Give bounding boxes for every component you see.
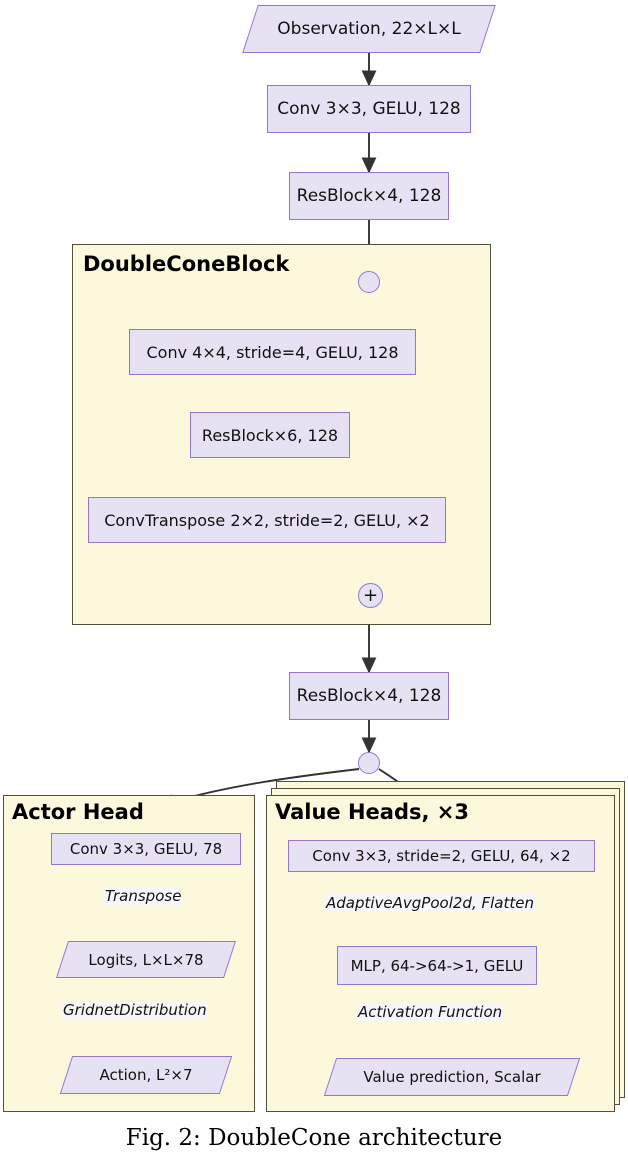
value-pool-edge-label: AdaptiveAvgPool2d, Flatten (325, 894, 535, 912)
value-conv-label: Conv 3×3, stride=2, GELU, 64, ×2 (312, 847, 571, 865)
actor-conv-label: Conv 3×3, GELU, 78 (69, 840, 223, 858)
post-resblock-label: ResBlock×4, 128 (296, 686, 442, 706)
stem-conv-label: Conv 3×3, GELU, 128 (277, 99, 461, 119)
up-conv-label: ConvTranspose 2×2, stride=2, GELU, ×2 (104, 510, 430, 530)
inner-resblock-label: ResBlock×6, 128 (201, 425, 339, 445)
inner-resblock-node: ResBlock×6, 128 (190, 412, 350, 458)
post-resblock-node: ResBlock×4, 128 (289, 672, 449, 720)
down-conv-label: Conv 4×4, stride=4, GELU, 128 (146, 342, 399, 362)
observation-label: Observation, 22×L×L (277, 19, 461, 39)
merge-junction: + (358, 583, 383, 608)
stem-resblock-node: ResBlock×4, 128 (289, 172, 449, 220)
actor-action-node: Action, L²×7 (59, 1056, 233, 1094)
actor-transpose-edge-label: Transpose (104, 887, 183, 905)
value-mlp-node: MLP, 64->64->1, GELU (337, 946, 537, 985)
value-prediction-node: Value prediction, Scalar (323, 1058, 581, 1096)
value-conv-node: Conv 3×3, stride=2, GELU, 64, ×2 (288, 840, 595, 872)
actor-distribution-edge-label: GridnetDistribution (62, 1001, 208, 1019)
value-activation-edge-label: Activation Function (357, 1003, 504, 1021)
merge-junction-label: + (362, 585, 379, 606)
up-conv-node: ConvTranspose 2×2, stride=2, GELU, ×2 (88, 497, 446, 543)
actor-action-label: Action, L²×7 (99, 1066, 193, 1084)
down-conv-node: Conv 4×4, stride=4, GELU, 128 (129, 329, 416, 375)
value-prediction-label: Value prediction, Scalar (363, 1068, 541, 1086)
stem-conv-node: Conv 3×3, GELU, 128 (267, 85, 471, 133)
branch-junction (358, 752, 380, 774)
double-cone-block-title: DoubleConeBlock (83, 252, 290, 276)
actor-conv-node: Conv 3×3, GELU, 78 (51, 833, 241, 865)
actor-logits-label: Logits, L×L×78 (88, 950, 204, 969)
actor-logits-node: Logits, L×L×78 (55, 941, 237, 978)
actor-head-title: Actor Head (12, 800, 144, 824)
split-junction (358, 271, 380, 293)
observation-node: Observation, 22×L×L (242, 5, 496, 53)
value-mlp-label: MLP, 64->64->1, GELU (350, 956, 524, 975)
figure-caption: Fig. 2: DoubleCone architecture (125, 1125, 503, 1151)
stem-resblock-label: ResBlock×4, 128 (296, 186, 442, 206)
value-heads-title: Value Heads, ×3 (275, 800, 469, 824)
